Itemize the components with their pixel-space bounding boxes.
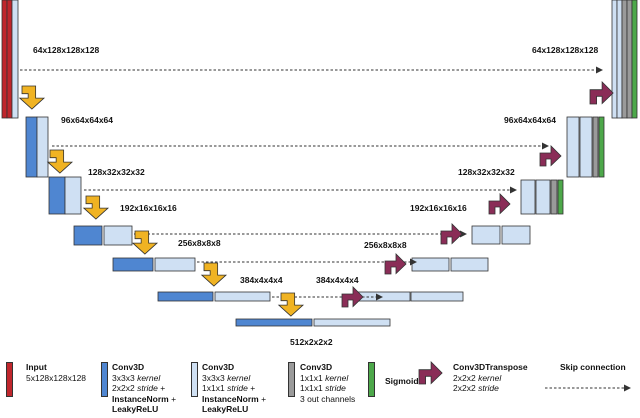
input-block-1	[1, 0, 8, 119]
encoder-4-conv-down	[112, 257, 154, 272]
decoder-5-conv-a	[357, 291, 411, 302]
legend-conv-b: Conv3D 3x3x3 kernel 1x1x1 stride + Insta…	[202, 362, 267, 414]
level4-right-label: 256x8x8x8	[364, 240, 407, 250]
encoder-5-conv	[214, 291, 271, 302]
legend-transpose: Conv3DTranspose 2x2x2 kernel 2x2x2 strid…	[453, 362, 528, 393]
encoder-1-conv-down	[25, 116, 38, 178]
legend-skip: Skip connection	[560, 362, 626, 372]
input-block-2	[6, 0, 13, 119]
encoder-4-conv	[154, 257, 196, 272]
level1-right-label: 96x64x64x64	[504, 115, 557, 125]
decoder-4-conv-b	[450, 257, 489, 272]
level1-left-label: 96x64x64x64	[61, 115, 114, 125]
decoder-0-conv-b	[616, 0, 623, 119]
upsample-arrow-2	[488, 193, 511, 215]
upsample-arrow-5	[341, 286, 364, 308]
bottleneck-label: 512x2x2x2	[290, 337, 333, 347]
downsample-arrow-1	[18, 85, 46, 110]
legend-transpose-arrow	[418, 361, 443, 385]
decoder-5-conv-b	[410, 291, 464, 302]
level0-right-label: 64x128x128x128	[532, 45, 599, 55]
upsample-arrow-4	[384, 253, 407, 275]
bottleneck-conv-down	[235, 318, 313, 327]
level2-right-label: 128x32x32x32	[458, 167, 515, 177]
upsample-arrow-0	[589, 81, 614, 105]
decoder-1-conv-a	[566, 116, 580, 178]
legend-sigmoid: Sigmoid	[385, 376, 419, 386]
sigmoid-block	[631, 0, 638, 119]
encoder-5-conv-down	[157, 291, 214, 302]
decoder-0-conv-a	[611, 0, 618, 119]
upsample-arrow-1	[539, 145, 562, 167]
decoder-4-conv-a	[411, 257, 450, 272]
level3-right-label: 192x16x16x16	[410, 203, 467, 213]
decoder-1-conv-b	[579, 116, 593, 178]
level0-left-label: 64x128x128x128	[33, 45, 100, 55]
encoder-1-conv	[36, 116, 49, 178]
legend-input-swatch	[6, 362, 13, 397]
level5-right-label: 384x4x4x4	[316, 275, 359, 285]
level5-left-label: 384x4x4x4	[240, 275, 283, 285]
level2-left-label: 128x32x32x32	[88, 167, 145, 177]
level3-left-label: 192x16x16x16	[120, 203, 177, 213]
encoder-0-conv-a	[11, 0, 19, 119]
level4-left-label: 256x8x8x8	[178, 238, 221, 248]
legend-conv-c-swatch	[288, 362, 295, 397]
upsample-arrow-3	[440, 223, 463, 245]
output-conv-2	[626, 0, 633, 119]
bottleneck-conv	[313, 318, 391, 327]
legend-conv-a-swatch	[101, 362, 108, 397]
downsample-arrow-6	[277, 292, 305, 317]
encoder-2-conv-down	[48, 176, 66, 215]
decoder-2-sigmoid	[557, 179, 564, 215]
downsample-arrow-2	[46, 149, 74, 174]
decoder-3-conv-b	[501, 225, 531, 245]
legend-conv-b-swatch	[191, 362, 198, 397]
legend-conv-a: Conv3D 3x3x3 kernel 2x2x2 stride + Insta…	[112, 362, 177, 414]
encoder-2-conv	[64, 176, 82, 215]
legend-conv-c: Conv3D 1x1x1 kernel 1x1x1 stride 3 out c…	[300, 362, 356, 404]
decoder-1-out-conv	[592, 116, 599, 178]
downsample-arrow-3	[82, 195, 110, 220]
encoder-3-conv-down	[73, 225, 103, 246]
decoder-2-out-conv	[550, 179, 558, 215]
encoder-3-conv	[103, 225, 133, 246]
decoder-3-conv-a	[471, 225, 501, 245]
decoder-2-conv-a	[520, 179, 536, 215]
downsample-arrow-4	[131, 230, 159, 255]
decoder-1-sigmoid	[598, 116, 605, 178]
downsample-arrow-5	[200, 262, 228, 287]
output-conv	[621, 0, 628, 119]
legend-sigmoid-swatch	[368, 362, 375, 397]
decoder-2-conv-b	[535, 179, 551, 215]
